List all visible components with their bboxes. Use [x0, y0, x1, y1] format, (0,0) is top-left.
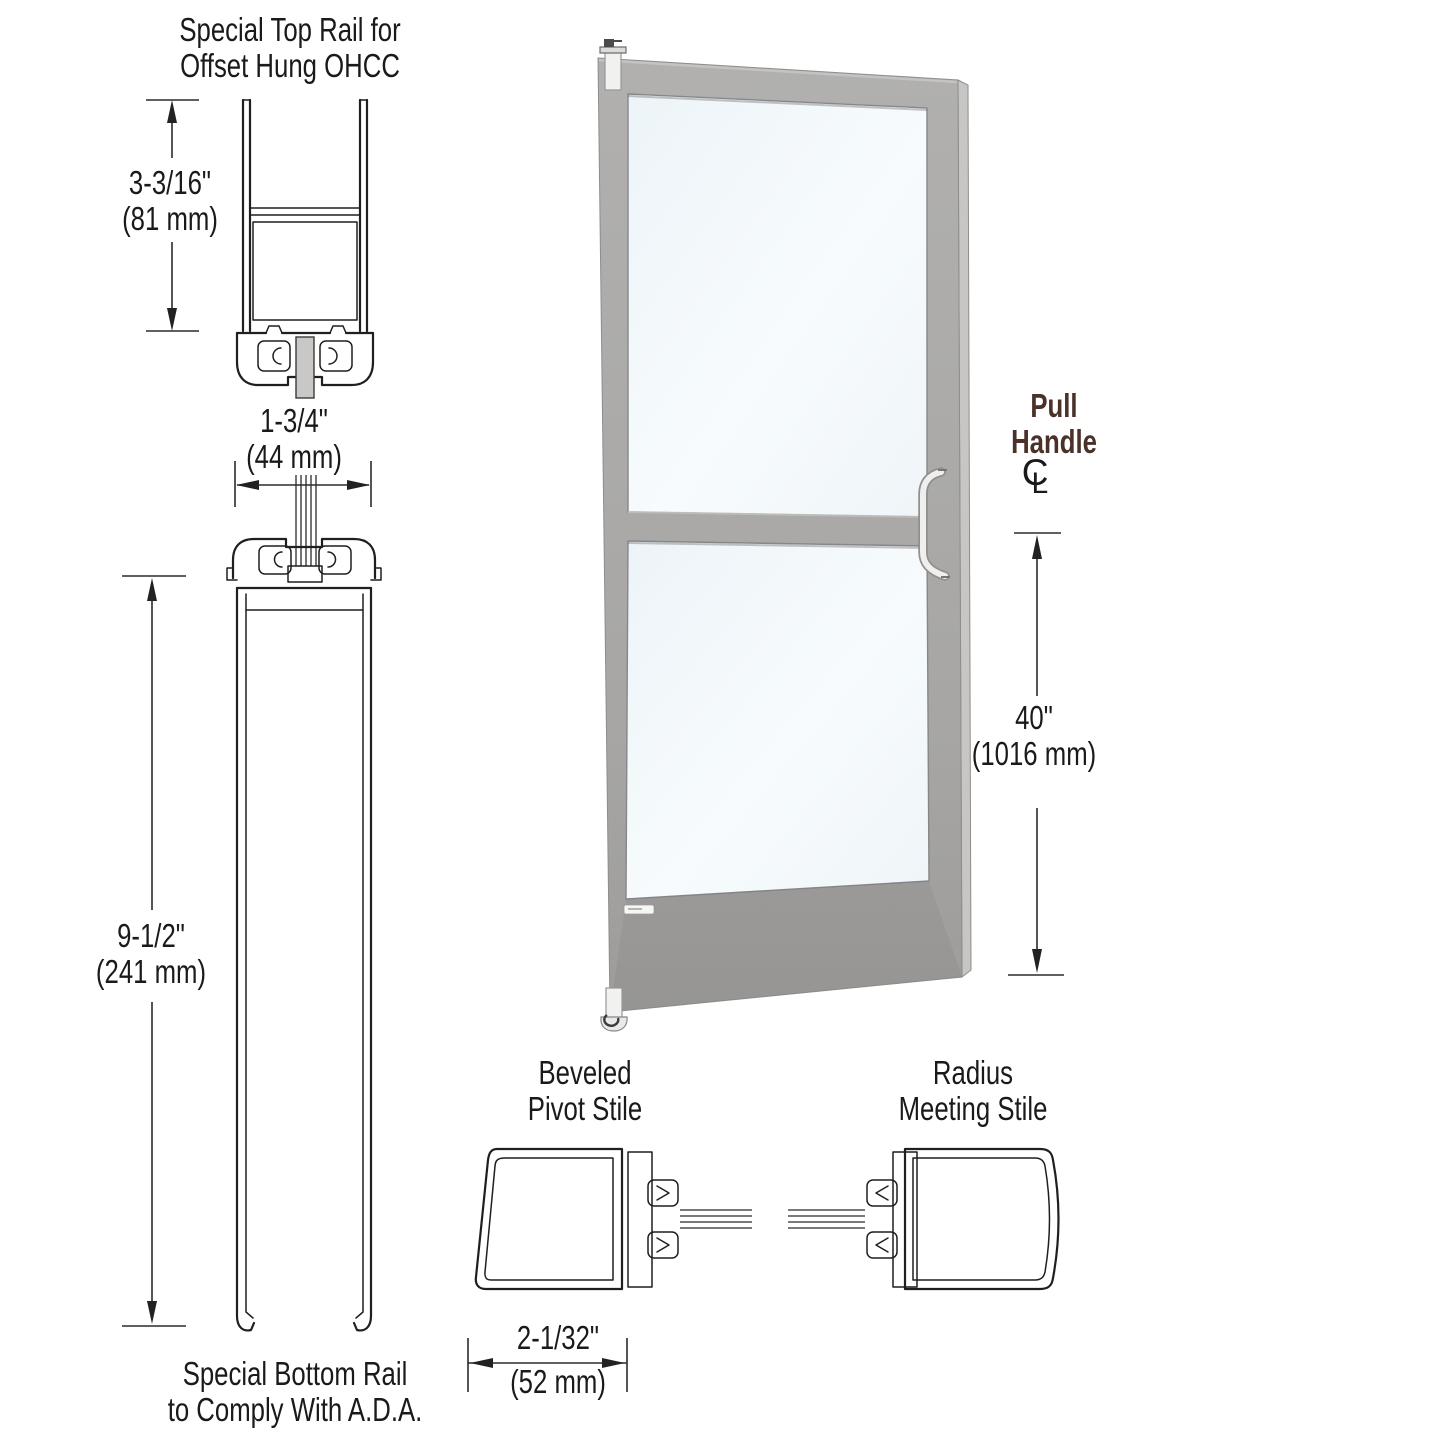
centerline-l: L: [1031, 467, 1049, 500]
stile-width-dimension: [467, 1338, 628, 1392]
handle-height-text: 40" (1016 mm): [971, 699, 1097, 773]
bottom-rail-height-dimension: [122, 575, 186, 1327]
mid-rail-highlight: [627, 511, 928, 518]
meeting-stile-section-drawing: [866, 1147, 1060, 1291]
glass-stub: [295, 336, 315, 399]
pivot-stile-section-drawing: [474, 1147, 865, 1291]
top-pivot-hardware: [599, 39, 627, 91]
bottom-pivot-hardware: [600, 987, 628, 1032]
top-rail-height-text: 3-3/16" (81 mm): [122, 164, 218, 238]
pull-handle: [918, 467, 950, 581]
pivot-stile-caption: Beveled Pivot Stile: [527, 1054, 643, 1128]
bottom-rail-height-text: 9-1/2" (241 mm): [95, 917, 207, 991]
stile-width-inch-text: 2-1/32": [516, 1319, 600, 1356]
centerline-symbol: CL: [1021, 452, 1049, 500]
stile-width-mm-text: (52 mm): [510, 1363, 606, 1400]
bottom-rail-section-drawing: [226, 475, 382, 1332]
glass-top-pane: [627, 93, 928, 518]
top-rail-section-drawing: [235, 98, 375, 399]
glass-bottom-pane: [625, 540, 930, 900]
top-rail-height-dimension: [146, 99, 199, 332]
top-rail-caption: Special Top Rail for Offset Hung OHCC: [179, 11, 401, 85]
bottom-rail-caption: Special Bottom Rail to Comply With A.D.A…: [167, 1355, 423, 1429]
handle-height-dimension: [1008, 532, 1064, 976]
meeting-stile-caption: Radius Meeting Stile: [898, 1054, 1048, 1128]
door-illustration: [597, 39, 972, 1032]
door-rail-width-text: 1-3/4" (44 mm): [246, 402, 342, 476]
door-thickness-dimension: [234, 461, 372, 507]
centerline-c: C: [1021, 452, 1049, 493]
pull-handle-label: Pull Handle: [1011, 387, 1097, 461]
